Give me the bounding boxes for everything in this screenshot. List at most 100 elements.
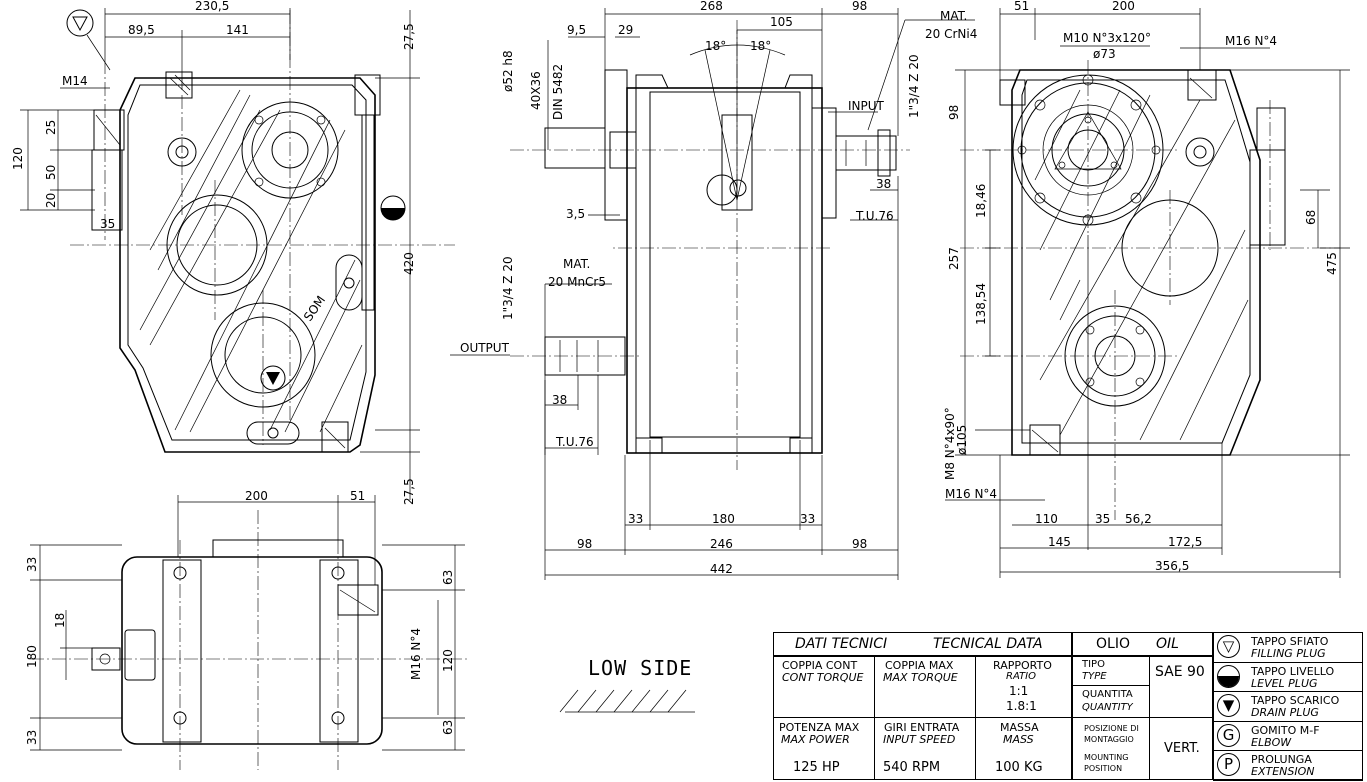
dim-63-bottom: 63 xyxy=(441,720,455,735)
dim-442: 442 xyxy=(710,562,733,576)
dim-89-5: 89,5 xyxy=(128,23,155,37)
side-view-center: 268 105 98 9,5 29 18° 18° ø52 h8 40X36 D… xyxy=(450,0,977,580)
legend-label-en: EXTENSION xyxy=(1251,765,1315,779)
low-side-hatch xyxy=(559,689,695,713)
mounting: MOUNTING xyxy=(1084,753,1129,762)
front-view-right: 51 200 M10 N°3x120° ø73 M16 N°4 98 18,46… xyxy=(943,0,1350,578)
som-logo: SOM xyxy=(301,293,328,323)
dim-68: 68 xyxy=(1304,210,1318,225)
dim-356-5: 356,5 xyxy=(1155,559,1189,573)
output-label: OUTPUT xyxy=(460,341,510,355)
dim-m16-plan: M16 N°4 xyxy=(409,628,423,680)
legend-label-it: GOMITO M-F xyxy=(1251,723,1320,737)
dim-tu76-output: T.U.76 xyxy=(555,435,594,449)
legend-label-it: TAPPO SFIATO xyxy=(1251,635,1329,648)
dim-110: 110 xyxy=(1035,512,1058,526)
input-speed: INPUT SPEED xyxy=(883,733,956,746)
extension-icon: P xyxy=(1217,753,1240,777)
dim-138-54: 138,54 xyxy=(974,283,988,325)
input-label: INPUT xyxy=(848,99,885,113)
plan-view-bottom: 200 51 33 180 18 33 63 M16 N°4 120 63 xyxy=(25,489,470,770)
dim-din: DIN 5482 xyxy=(551,64,565,120)
dim-105: 105 xyxy=(770,15,793,29)
dim-18-46: 18,46 xyxy=(974,184,988,218)
giri-entrata: GIRI ENTRATA xyxy=(884,721,960,734)
dim-33-bottom-plan: 33 xyxy=(25,730,39,745)
dim-98-top: 98 xyxy=(852,0,867,13)
legend-row xyxy=(1213,750,1363,781)
posizione-value-cell xyxy=(1149,717,1213,780)
max-torque: MAX TORQUE xyxy=(883,671,958,684)
dim-38-input: 38 xyxy=(876,177,891,191)
elbow-icon: G xyxy=(1217,723,1240,747)
speed-value: 540 RPM xyxy=(883,760,941,775)
dim-200-bottom: 200 xyxy=(245,489,268,503)
dim-18-deg-left: 18° xyxy=(705,39,726,53)
dim-38-output: 38 xyxy=(552,393,567,407)
dim-50: 50 xyxy=(44,165,58,180)
position-value: VERT. xyxy=(1164,741,1200,756)
dim-phi73: ø73 xyxy=(1093,47,1116,61)
tecnical-data: TECNICAL DATA xyxy=(933,636,1043,652)
dim-9-5: 9,5 xyxy=(567,23,586,37)
mass-value: 100 KG xyxy=(995,760,1043,775)
dim-257: 257 xyxy=(947,247,961,270)
legend-label-en: FILLING PLUG xyxy=(1251,647,1326,660)
dim-120-plan: 120 xyxy=(441,649,455,672)
dim-475: 475 xyxy=(1325,252,1339,275)
type: TYPE xyxy=(1082,671,1107,682)
oil-header xyxy=(1072,632,1213,656)
dim-33-right: 33 xyxy=(800,512,815,526)
dim-246: 246 xyxy=(710,537,733,551)
dim-120-left: 120 xyxy=(11,147,25,170)
dim-m10: M10 N°3x120° xyxy=(1063,31,1151,45)
dim-200-top: 200 xyxy=(1112,0,1135,13)
dim-27-5-top: 27,5 xyxy=(402,23,416,50)
drain-plug-icon: ▼ xyxy=(1217,694,1240,718)
low-side-label: LOW SIDE xyxy=(588,656,693,680)
dim-145: 145 xyxy=(1048,535,1071,549)
cont-torque: CONT TORQUE xyxy=(782,671,864,684)
dim-98-right-view: 98 xyxy=(947,105,961,120)
dim-m14: M14 xyxy=(62,74,88,88)
oil: OIL xyxy=(1156,636,1179,652)
dim-18-plan: 18 xyxy=(53,613,67,628)
dim-98-right: 98 xyxy=(852,537,867,551)
tipo: TIPO xyxy=(1082,659,1105,670)
dim-35-right: 35 xyxy=(1095,512,1110,526)
coppia-max: COPPIA MAX xyxy=(885,659,954,672)
dati-tecnici: DATI TECNICI xyxy=(795,636,888,652)
dim-25: 25 xyxy=(44,120,58,135)
dim-141: 141 xyxy=(226,23,249,37)
dim-420: 420 xyxy=(402,252,416,275)
power-value: 125 HP xyxy=(793,760,840,775)
coppia-cont: COPPIA CONT xyxy=(782,659,858,672)
front-view-left: SOM xyxy=(11,0,455,505)
quantity: QUANTITY xyxy=(1082,702,1133,713)
filling-plug-icon: ▽ xyxy=(1217,635,1240,658)
legend-label-it: PROLUNGA xyxy=(1251,753,1312,767)
legend-label-it: TAPPO SCARICO xyxy=(1251,694,1340,708)
dim-35-left: 35 xyxy=(100,217,115,231)
dim-m8: M8 N°4x90° xyxy=(943,407,957,480)
potenza-max: POTENZA MAX xyxy=(779,721,860,734)
dim-tu76-input: T.U.76 xyxy=(855,209,894,223)
quantita: QUANTITA xyxy=(1082,689,1133,700)
dim-27-5-bottom: 27,5 xyxy=(402,478,416,505)
dim-51-top: 51 xyxy=(1014,0,1029,13)
tipo-value: SAE 90 xyxy=(1155,664,1205,680)
spline-input: 1"3/4 Z 20 xyxy=(907,54,921,118)
dim-56-2: 56,2 xyxy=(1125,512,1152,526)
ratio-1-8-1: 1.8:1 xyxy=(1006,699,1037,713)
dim-98-left: 98 xyxy=(577,537,592,551)
ratio-1-1: 1:1 xyxy=(1009,684,1029,698)
dim-20: 20 xyxy=(44,193,58,208)
technical-data-header xyxy=(773,632,1072,656)
dim-180: 180 xyxy=(712,512,735,526)
legend-label-en: ELBOW xyxy=(1251,735,1292,749)
dim-phi105: ø105 xyxy=(955,425,969,455)
position: POSITION xyxy=(1084,764,1123,773)
dim-268: 268 xyxy=(700,0,723,13)
ratio: RATIO xyxy=(1006,671,1036,682)
